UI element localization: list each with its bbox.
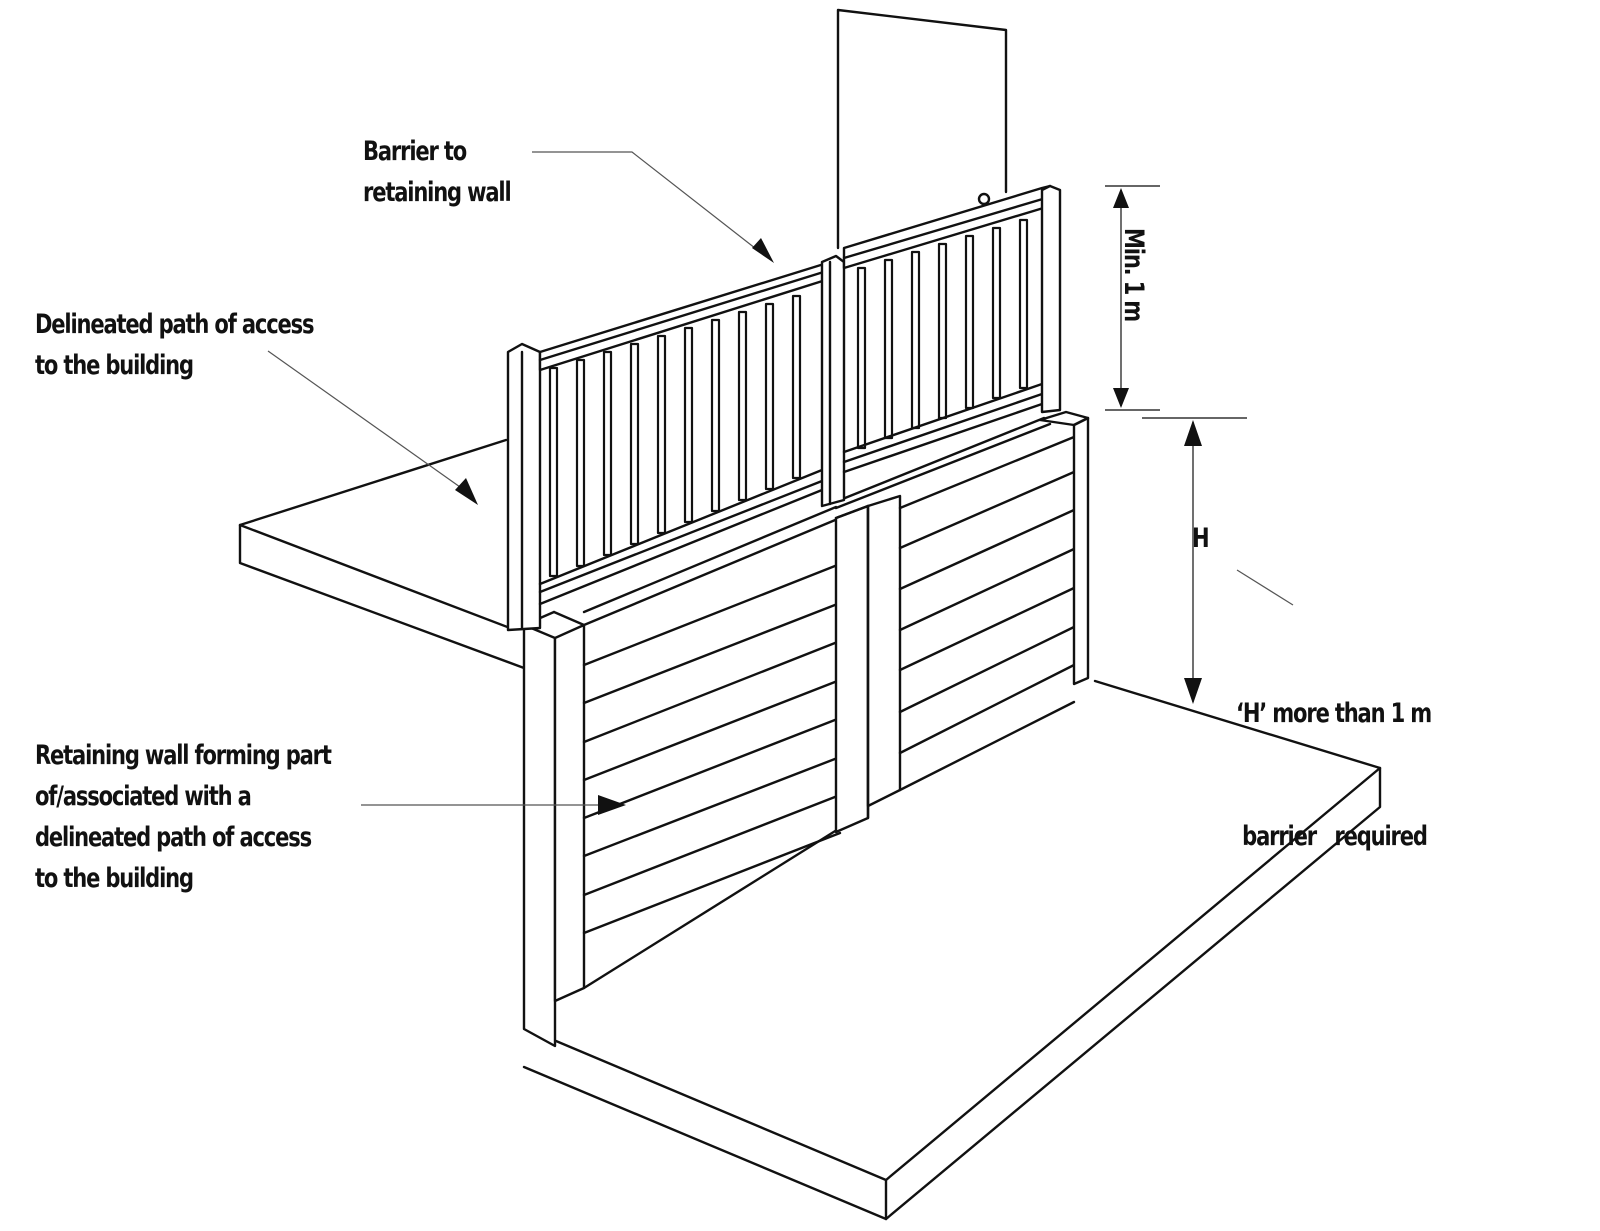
wall-label-line-1: Retaining wall forming part — [35, 740, 332, 771]
height-note-line-1: ‘H’ more than 1 m — [1236, 698, 1432, 729]
building-door — [836, 8, 1008, 250]
leader-lines — [267, 151, 1294, 806]
wall-label-line-4: to the building — [35, 863, 194, 894]
retaining-wall-label: Retaining wall forming part of/associate… — [35, 735, 332, 899]
path-label-line-1: Delineated path of access — [35, 309, 315, 340]
height-note-label: ‘H’ more than 1 m barrier required — [1236, 611, 1432, 898]
height-symbol-label: H — [1192, 523, 1210, 554]
barrier-label-line-2: retaining wall — [363, 177, 512, 208]
upper-path-slab — [238, 438, 526, 670]
path-label: Delineated path of access to the buildin… — [35, 304, 315, 386]
leader-arrows — [455, 238, 774, 815]
wall-label-line-3: delineated path of access — [35, 822, 312, 853]
min-height-label: Min. 1 m — [1118, 228, 1149, 322]
dimension-arrows — [1113, 188, 1202, 704]
retaining-wall-right — [834, 410, 1090, 792]
retaining-wall-middle-post — [834, 494, 902, 834]
path-label-line-2: to the building — [35, 350, 194, 381]
wall-label-line-2: of/associated with a — [35, 781, 252, 812]
barrier-label-line-1: Barrier to — [363, 136, 467, 167]
height-note-line-2: barrier required — [1236, 821, 1428, 852]
lower-ground-slab — [522, 679, 1382, 1221]
barrier-label: Barrier to retaining wall — [363, 131, 512, 213]
retaining-wall-left — [522, 505, 842, 1048]
dimension-lines — [1105, 185, 1247, 702]
barrier-fence — [506, 184, 1062, 632]
